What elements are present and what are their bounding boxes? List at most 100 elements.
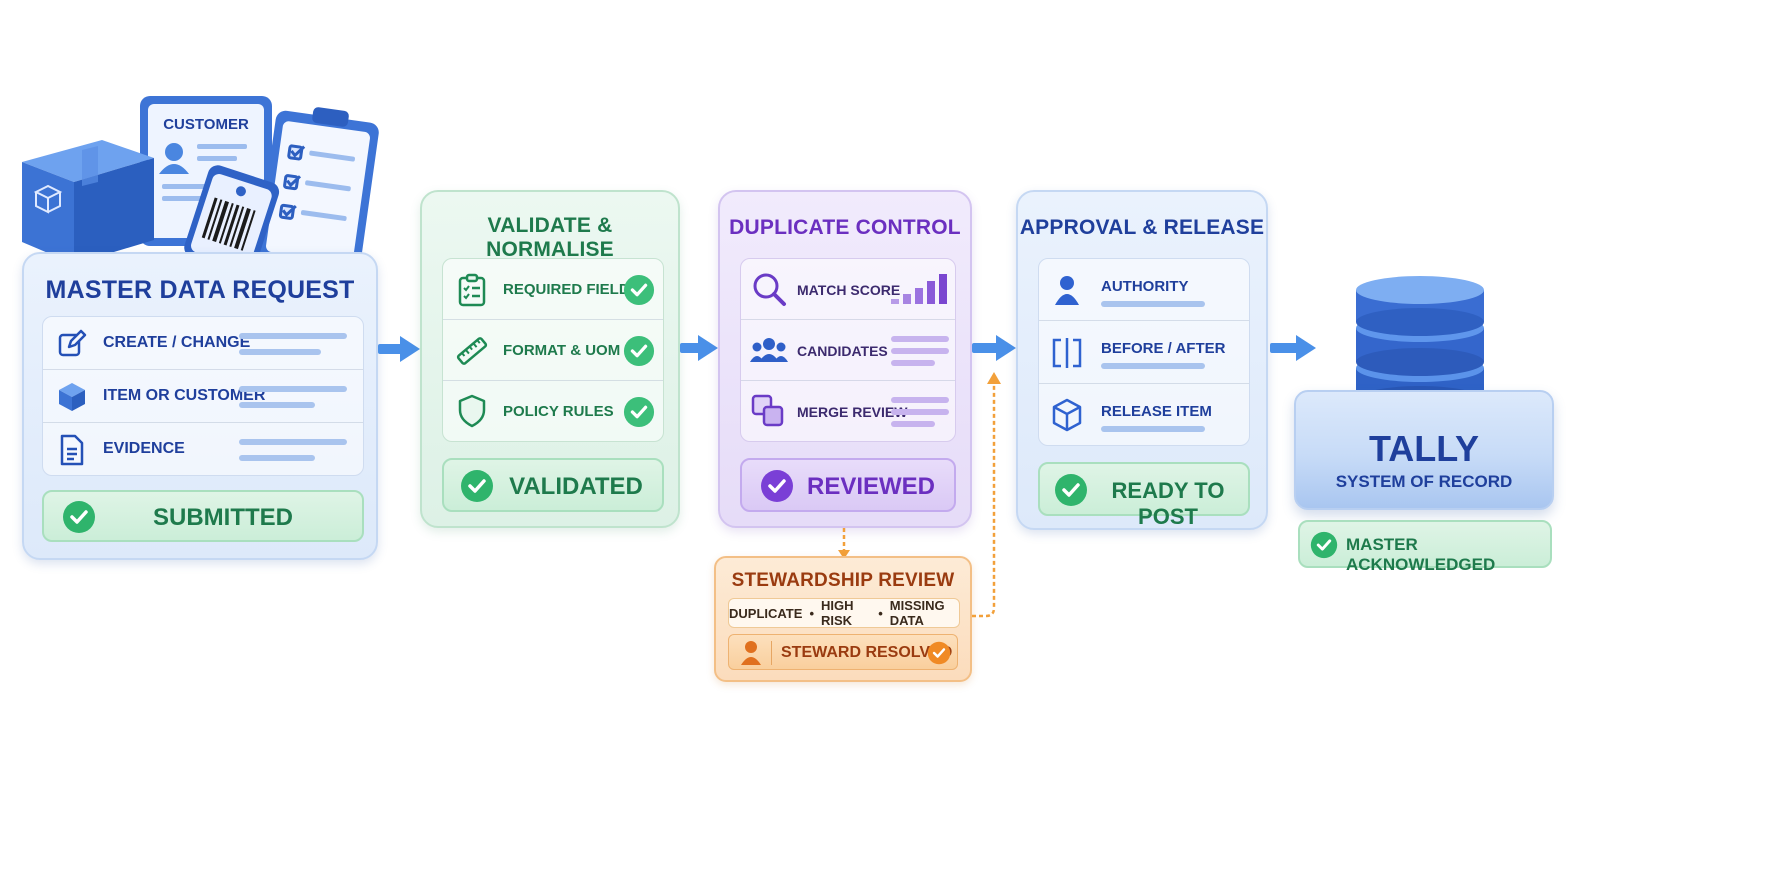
- document-icon: [60, 434, 84, 466]
- stewardship-tags: DUPLICATE • HIGH RISK • MISSING DATA: [728, 598, 960, 628]
- row-label: CANDIDATES: [797, 343, 888, 359]
- placeholder-bar: [891, 360, 935, 366]
- row-label: BEFORE / AFTER: [1101, 340, 1226, 357]
- row-label: POLICY RULES: [503, 403, 614, 420]
- placeholder-bar: [891, 397, 949, 403]
- duplicate-rows: MATCH SCORE CANDIDATES: [740, 258, 956, 442]
- row-authority: AUTHORITY: [1039, 259, 1249, 321]
- placeholder-bar: [239, 386, 347, 392]
- edit-icon: [58, 329, 87, 357]
- card-title: APPROVAL & RELEASE: [1019, 216, 1265, 239]
- placeholder-bar: [891, 409, 949, 415]
- cube-icon: [59, 383, 85, 411]
- placeholder-bar: [239, 455, 315, 461]
- placeholder-bar: [1101, 363, 1205, 369]
- row-create-change: CREATE / CHANGE: [43, 317, 363, 370]
- search-icon: [753, 273, 786, 306]
- row-format-uom: FORMAT & UOM: [443, 320, 663, 381]
- row-label: AUTHORITY: [1101, 278, 1189, 295]
- status-label: READY TO POST: [1111, 478, 1225, 529]
- validate-normalise-card: VALIDATE & NORMALISE REQUIRED FIELDS FOR…: [420, 190, 680, 528]
- divider: [771, 641, 772, 665]
- row-required-fields: REQUIRED FIELDS: [443, 259, 663, 320]
- person-icon: [1055, 276, 1079, 305]
- placeholder-bar: [239, 439, 347, 445]
- tag-separator: •: [878, 605, 883, 621]
- box-icon: [1052, 398, 1082, 432]
- row-label: CREATE / CHANGE: [103, 334, 251, 351]
- tag-separator: •: [809, 605, 814, 621]
- placeholder-bar: [891, 336, 949, 342]
- clipboard-check-icon: [458, 273, 486, 307]
- flow-arrow-4: [1270, 335, 1316, 361]
- status-badge-reviewed: REVIEWED: [740, 458, 956, 512]
- shield-icon: [458, 394, 486, 428]
- person-icon: [741, 641, 761, 665]
- validate-rows: REQUIRED FIELDS FORMAT & UOM POLICY RULE…: [442, 258, 664, 442]
- check-circle-icon: [623, 396, 655, 428]
- flow-arrow-2: [680, 335, 718, 361]
- card-title: DUPLICATE CONTROL: [729, 216, 961, 239]
- compare-icon: [1052, 338, 1082, 368]
- row-before-after: BEFORE / AFTER: [1039, 321, 1249, 384]
- placeholder-bar: [239, 349, 321, 355]
- status-badge-ready-to-post: READY TO POST: [1038, 462, 1250, 529]
- tag-high-risk: HIGH RISK: [821, 598, 854, 628]
- status-label: SUBMITTED: [153, 504, 293, 531]
- check-circle-icon: [1055, 474, 1087, 506]
- placeholder-bar: [239, 333, 347, 339]
- approval-release-card: APPROVAL & RELEASE AUTHORITY BEFORE / AF…: [1016, 190, 1268, 530]
- status-badge-steward-resolved: STEWARD RESOLVED: [728, 634, 958, 670]
- users-icon: [750, 338, 788, 362]
- card-title: MASTER DATA REQUEST: [45, 276, 355, 304]
- status-label: VALIDATED: [509, 473, 643, 500]
- row-merge-review: MERGE REVIEW: [741, 381, 955, 442]
- row-label: EVIDENCE: [103, 440, 185, 457]
- dashed-arrow-to-stewardship: [838, 528, 850, 559]
- row-item-or-customer: ITEM OR CUSTOMER: [43, 370, 363, 423]
- status-badge-submitted: SUBMITTED: [42, 490, 364, 542]
- check-circle-icon: [63, 501, 95, 533]
- row-candidates: CANDIDATES: [741, 320, 955, 381]
- master-data-request-card: MASTER DATA REQUEST CREATE / CHANGE ITEM…: [22, 252, 378, 560]
- request-rows: CREATE / CHANGE ITEM OR CUSTOMER: [42, 316, 364, 476]
- status-label: STEWARD RESOLVED: [781, 644, 953, 661]
- row-label: ITEM OR CUSTOMER: [103, 387, 266, 404]
- customer-card-label: CUSTOMER: [163, 116, 249, 133]
- ruler-icon: [456, 337, 488, 365]
- row-evidence: EVIDENCE: [43, 423, 363, 476]
- placeholder-bar: [891, 348, 949, 354]
- tag-duplicate: DUPLICATE: [729, 605, 803, 621]
- check-circle-icon: [927, 641, 951, 665]
- row-label: MATCH SCORE: [797, 282, 901, 298]
- tally-pedestal: TALLY SYSTEM OF RECORD: [1294, 390, 1554, 510]
- row-label: MERGE REVIEW: [797, 404, 908, 420]
- check-circle-icon: [623, 274, 655, 306]
- flow-arrow-3: [972, 335, 1016, 361]
- merge-icon: [751, 394, 784, 427]
- card-title: VALIDATE & NORMALISE: [486, 214, 614, 261]
- signal-bars-icon: [891, 274, 947, 304]
- row-policy-rules: POLICY RULES: [443, 381, 663, 442]
- placeholder-bar: [891, 421, 935, 427]
- card-title: STEWARDSHIP REVIEW: [731, 570, 955, 591]
- tally-title: TALLY: [1368, 428, 1479, 469]
- placeholder-bar: [1101, 301, 1205, 307]
- status-label: MASTER ACKNOWLEDGED: [1346, 535, 1496, 574]
- row-match-score: MATCH SCORE: [741, 259, 955, 320]
- row-label: REQUIRED FIELDS: [503, 281, 640, 298]
- stewardship-review-card: STEWARDSHIP REVIEW DUPLICATE • HIGH RISK…: [714, 556, 972, 682]
- check-circle-icon: [623, 335, 655, 367]
- flow-arrow-1: [378, 336, 420, 362]
- check-circle-icon: [761, 470, 793, 502]
- check-circle-icon: [461, 470, 493, 502]
- row-label: FORMAT & UOM: [503, 342, 621, 359]
- approval-rows: AUTHORITY BEFORE / AFTER RELEASE ITEM: [1038, 258, 1250, 446]
- status-label: REVIEWED: [806, 473, 935, 500]
- tag-missing-data: MISSING DATA: [889, 598, 945, 628]
- status-badge-validated: VALIDATED: [442, 458, 664, 512]
- check-circle-icon: [1310, 531, 1338, 559]
- placeholder-bar: [239, 402, 315, 408]
- placeholder-bar: [1101, 426, 1205, 432]
- row-release-item: RELEASE ITEM: [1039, 384, 1249, 447]
